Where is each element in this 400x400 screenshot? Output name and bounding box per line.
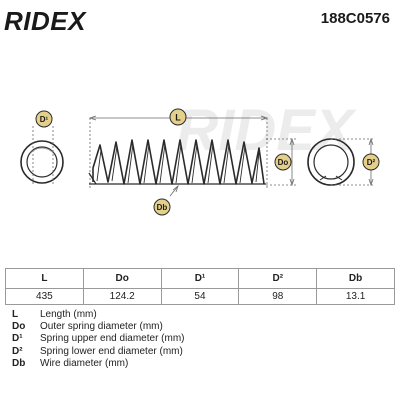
legend-item: Do Outer spring diameter (mm) — [12, 321, 185, 333]
length-badge: L — [169, 108, 187, 126]
spring-side-view — [88, 139, 266, 185]
legend-item: D¹ Spring upper end diameter (mm) — [12, 333, 185, 345]
do-dimension — [266, 137, 296, 187]
upper-end-ring — [20, 140, 64, 184]
legend-text: Spring lower end diameter (mm) — [40, 345, 183, 357]
do-badge-label: Do — [278, 158, 289, 167]
specs-value-row: 435 124.2 54 98 13.1 — [5, 288, 395, 305]
legend-text: Spring upper end diameter (mm) — [40, 333, 185, 345]
specs-value-l: 435 — [5, 288, 84, 305]
specs-value-db: 13.1 — [316, 288, 395, 305]
d1-badge: D¹ — [35, 110, 53, 128]
specs-table: L Do D¹ D² Db 435 124.2 54 98 13.1 — [5, 268, 395, 305]
legend-key: Do — [12, 321, 26, 333]
header: RIDEX 188C0576 — [0, 0, 400, 36]
db-badge: Db — [153, 198, 171, 216]
brand-logo: RIDEX — [4, 6, 86, 36]
legend-key: L — [12, 309, 19, 320]
legend-item: Db Wire diameter (mm) — [12, 358, 185, 370]
specs-header-d1: D¹ — [160, 268, 240, 289]
specs-header-db: Db — [316, 268, 395, 289]
do-badge: Do — [274, 153, 292, 171]
legend-text: Outer spring diameter (mm) — [40, 321, 163, 333]
legend: L Length (mm) Do Outer spring diameter (… — [12, 309, 185, 370]
d1-badge-label: D¹ — [40, 115, 49, 124]
legend-key: Db — [12, 357, 26, 369]
specs-header-d2: D² — [238, 268, 318, 289]
specs-header-l: L — [5, 268, 84, 289]
d1-dimension — [32, 126, 54, 186]
length-badge-label: L — [175, 113, 181, 123]
part-number: 188C0576 — [320, 10, 390, 27]
legend-key: D¹ — [12, 333, 23, 345]
db-dimension — [169, 184, 179, 197]
specs-value-d2: 98 — [238, 288, 318, 305]
specs-value-d1: 54 — [160, 288, 240, 305]
legend-text: Wire diameter (mm) — [40, 357, 129, 369]
legend-item: L Length (mm) — [12, 309, 185, 321]
d2-badge-label: D² — [367, 158, 376, 167]
specs-header-row: L Do D¹ D² Db — [5, 268, 395, 289]
legend-text: Length (mm) — [40, 309, 97, 320]
spring-diagram: RIDEX D¹ L — [20, 98, 380, 216]
legend-key: D² — [12, 345, 23, 357]
db-badge-label: Db — [157, 203, 168, 212]
d2-badge: D² — [362, 153, 380, 171]
specs-value-do: 124.2 — [82, 288, 162, 305]
specs-header-do: Do — [82, 268, 162, 289]
legend-item: D² Spring lower end diameter (mm) — [12, 346, 185, 358]
